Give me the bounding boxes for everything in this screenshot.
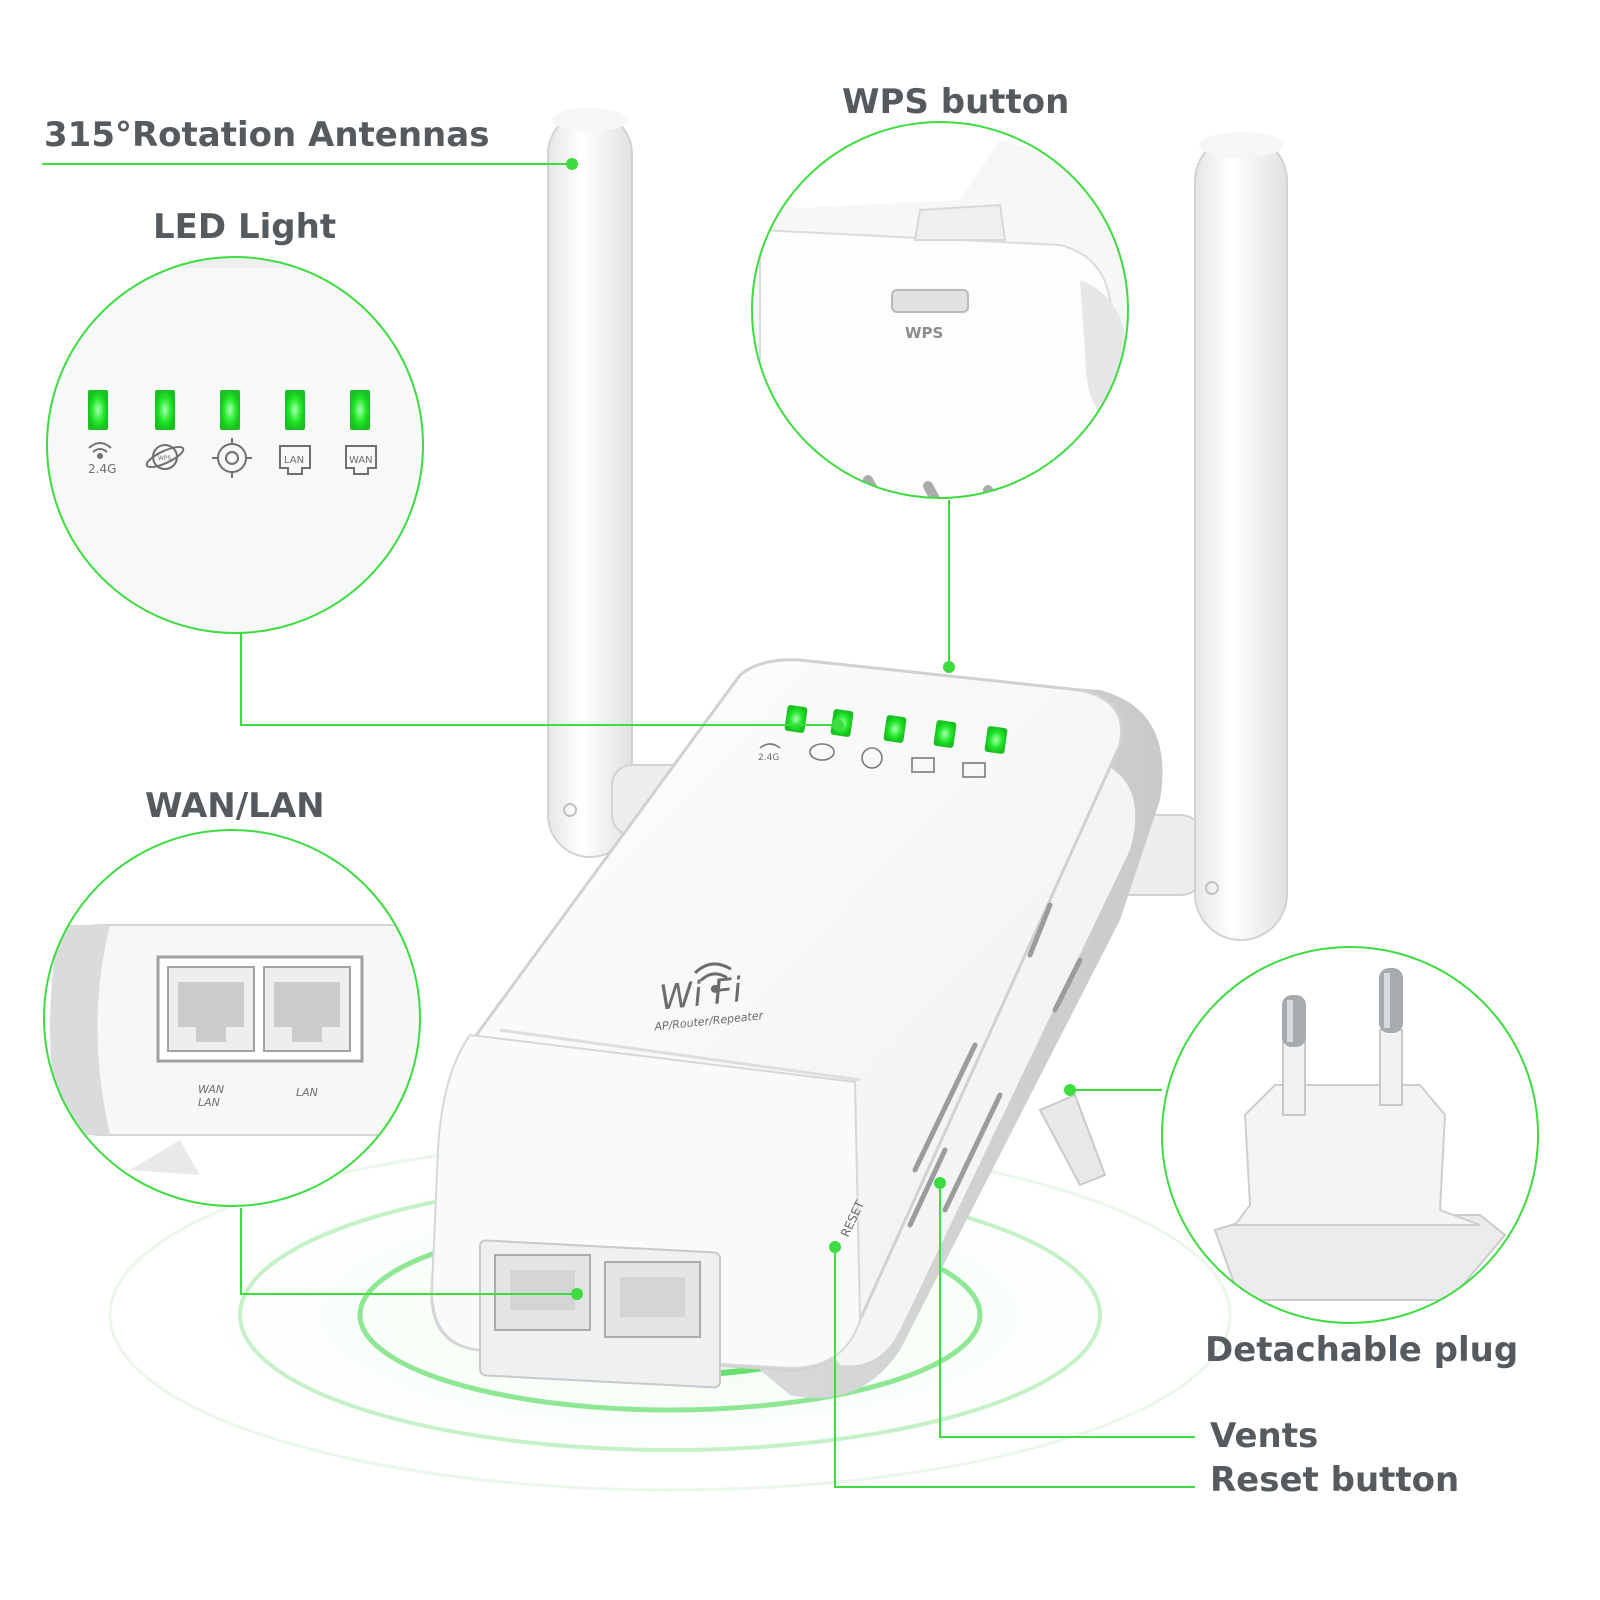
wanlan-detail-circle: WAN LAN LAN	[43, 829, 421, 1207]
led-wan-label: WAN	[349, 455, 373, 466]
detachable-plug-label: Detachable plug	[1205, 1330, 1519, 1370]
wan-lan-port	[167, 966, 255, 1052]
vents	[907, 902, 1083, 1228]
lan-port-icon	[279, 445, 311, 475]
body-led-2g-label: 2.4G	[758, 753, 779, 763]
wps-button-detail	[891, 289, 969, 313]
led-detail-circle: 2.4G WPS LAN WAN	[46, 256, 424, 634]
led-lan-label: LAN	[284, 455, 304, 466]
led-2g-label: 2.4G	[88, 462, 116, 476]
port-label-lan: LAN	[296, 1086, 318, 1099]
vents-label: Vents	[1210, 1416, 1319, 1456]
plug-detail-circle	[1161, 946, 1539, 1324]
wps-detail-circle: WPS	[751, 121, 1129, 499]
led-light-label: LED Light	[153, 207, 337, 247]
plug-body	[1233, 1084, 1481, 1226]
wps-button-label: WPS	[905, 324, 943, 342]
globe-wps-icon	[145, 444, 185, 470]
wanlan-label: WAN/LAN	[145, 786, 325, 826]
port-label-wan-lan-sub: LAN	[198, 1096, 220, 1109]
left-antenna	[547, 108, 703, 858]
rear-plug-pins	[1038, 1093, 1107, 1187]
port-label-wan: WAN	[198, 1083, 224, 1096]
target-icon	[212, 438, 252, 478]
leader-lines	[42, 163, 1195, 1488]
router-body: 2.4G Wi Fi AP/Router/Repeater RESET	[430, 658, 1163, 1398]
led-wps-label: WPS	[158, 455, 172, 462]
leader-dots	[566, 158, 1076, 1300]
front-ports	[479, 1239, 721, 1389]
wifi-icon	[88, 442, 112, 453]
led-indicators	[88, 390, 370, 430]
wps-label: WPS button	[842, 82, 1070, 122]
reset-button-label: Reset button	[1210, 1460, 1460, 1500]
lan-port	[263, 966, 351, 1052]
plug-pin-left	[1282, 995, 1306, 1047]
wan-port-icon	[345, 445, 377, 475]
antennas-label: 315°Rotation Antennas	[44, 115, 490, 155]
plug-pin-right	[1379, 968, 1403, 1033]
